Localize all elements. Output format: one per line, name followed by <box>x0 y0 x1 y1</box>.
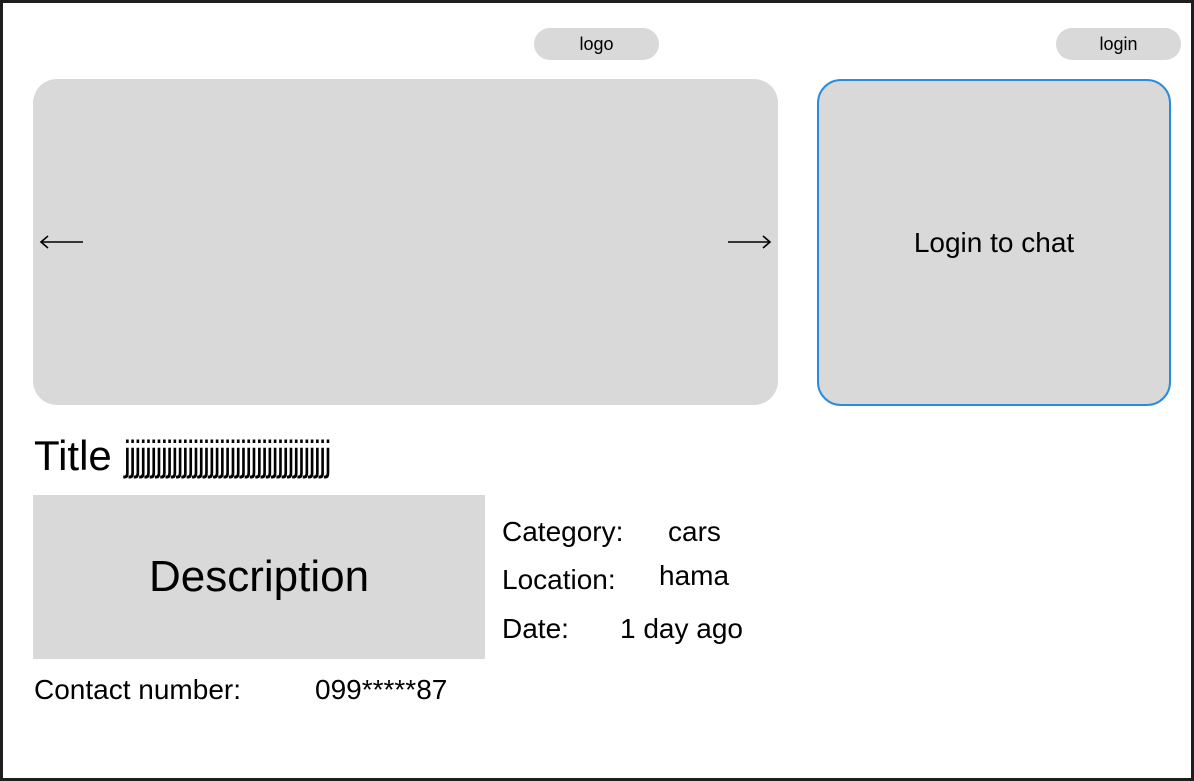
category-label: Category: <box>502 516 624 547</box>
contact-number-label: Contact number: <box>34 674 241 705</box>
description-box: Description <box>33 495 485 659</box>
category-value: cars <box>668 516 721 547</box>
contact-number-value: 099*****87 <box>315 674 448 705</box>
title-label: Title <box>34 432 112 479</box>
description-label: Description <box>148 552 370 601</box>
logo-button[interactable]: logo <box>534 28 659 60</box>
title-value: jjjjjjjjjjjjjjjjjjjjjjjjjjjjjjjjjjjjjjj <box>123 432 331 479</box>
date-value: 1 day ago <box>620 613 743 644</box>
logo-label: logo <box>579 33 614 54</box>
image-carousel <box>33 79 778 405</box>
location-label: Location: <box>502 564 616 595</box>
login-to-chat-button[interactable]: Login to chat <box>817 79 1171 406</box>
arrow-left-icon <box>39 235 83 249</box>
carousel-prev-button[interactable] <box>39 222 85 262</box>
carousel-next-button[interactable] <box>726 222 772 262</box>
arrow-right-icon <box>728 235 772 249</box>
login-to-chat-label: Login to chat <box>913 226 1075 258</box>
location-value: hama <box>659 560 730 591</box>
login-label: login <box>1099 33 1138 54</box>
date-label: Date: <box>502 613 569 644</box>
login-button[interactable]: login <box>1056 28 1181 60</box>
